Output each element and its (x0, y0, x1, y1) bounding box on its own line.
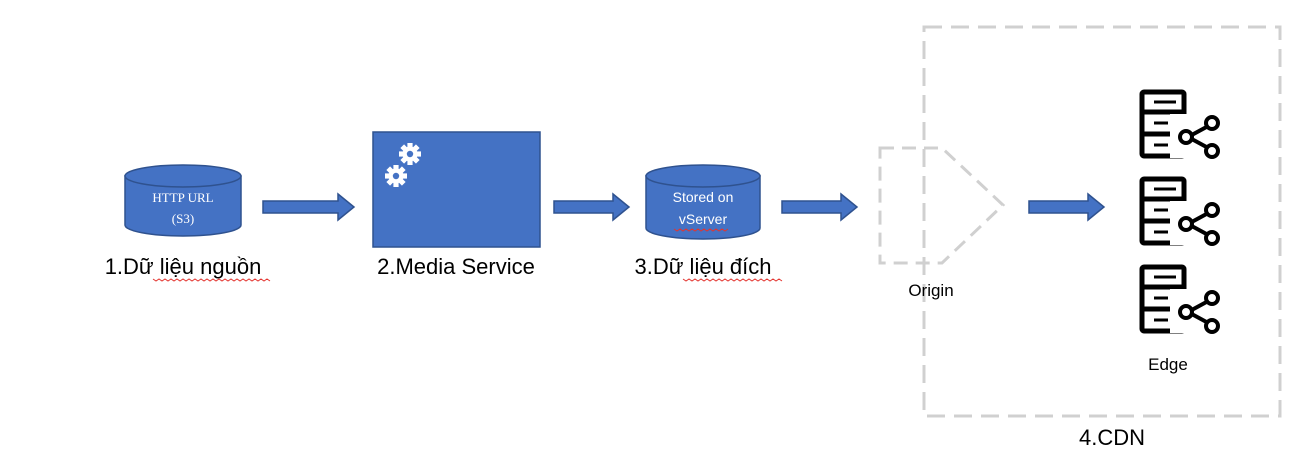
destination-caption: 3.Dữ liệu đích (634, 254, 771, 279)
arrow-right-icon (1028, 192, 1106, 222)
destination-database-icon (645, 164, 761, 240)
source-caption: 1.Dữ liệu nguồn (105, 254, 262, 279)
cdn-caption: 4.CDN (1079, 425, 1145, 450)
arrow-right-icon (553, 192, 631, 222)
source-db-line1: HTTP URL (152, 190, 213, 205)
dest-db-line1: Stored on (673, 189, 734, 205)
source-db-line2: (S3) (172, 211, 194, 226)
media-service-box (372, 131, 541, 248)
edge-label: Edge (1148, 355, 1188, 374)
arrow-right-icon (262, 192, 356, 222)
source-database-icon (124, 164, 242, 237)
arrow-right-icon (781, 192, 859, 222)
cdn-boundary (922, 25, 1282, 418)
dest-db-line2: vServer (679, 211, 728, 227)
origin-shape (878, 146, 1006, 265)
spellcheck-underline (673, 228, 729, 232)
origin-label: Origin (908, 281, 953, 300)
edge-server-icon (1142, 92, 1220, 158)
spellcheck-underline (682, 278, 783, 282)
media-service-caption: 2.Media Service (377, 254, 535, 279)
spellcheck-underline (152, 278, 271, 282)
edge-server-icon (1142, 179, 1220, 245)
edge-server-icon (1142, 267, 1220, 333)
